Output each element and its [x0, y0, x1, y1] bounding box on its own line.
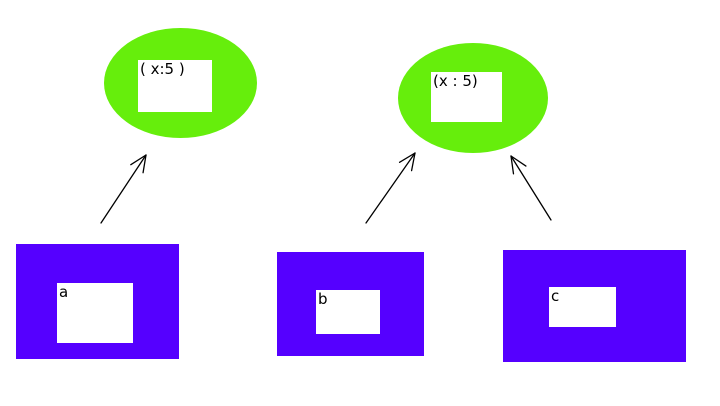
reference-b-label: b [316, 290, 380, 334]
reference-c-label: c [549, 287, 616, 327]
arrow-c-to-right [510, 155, 552, 221]
arrow-b-to-right [365, 152, 416, 224]
shared-object-left-label: ( x:5 ) [138, 60, 212, 112]
arrow-a-to-left [100, 154, 147, 224]
reference-a-label: a [57, 283, 133, 343]
shared-object-right-label: (x : 5) [431, 72, 502, 122]
